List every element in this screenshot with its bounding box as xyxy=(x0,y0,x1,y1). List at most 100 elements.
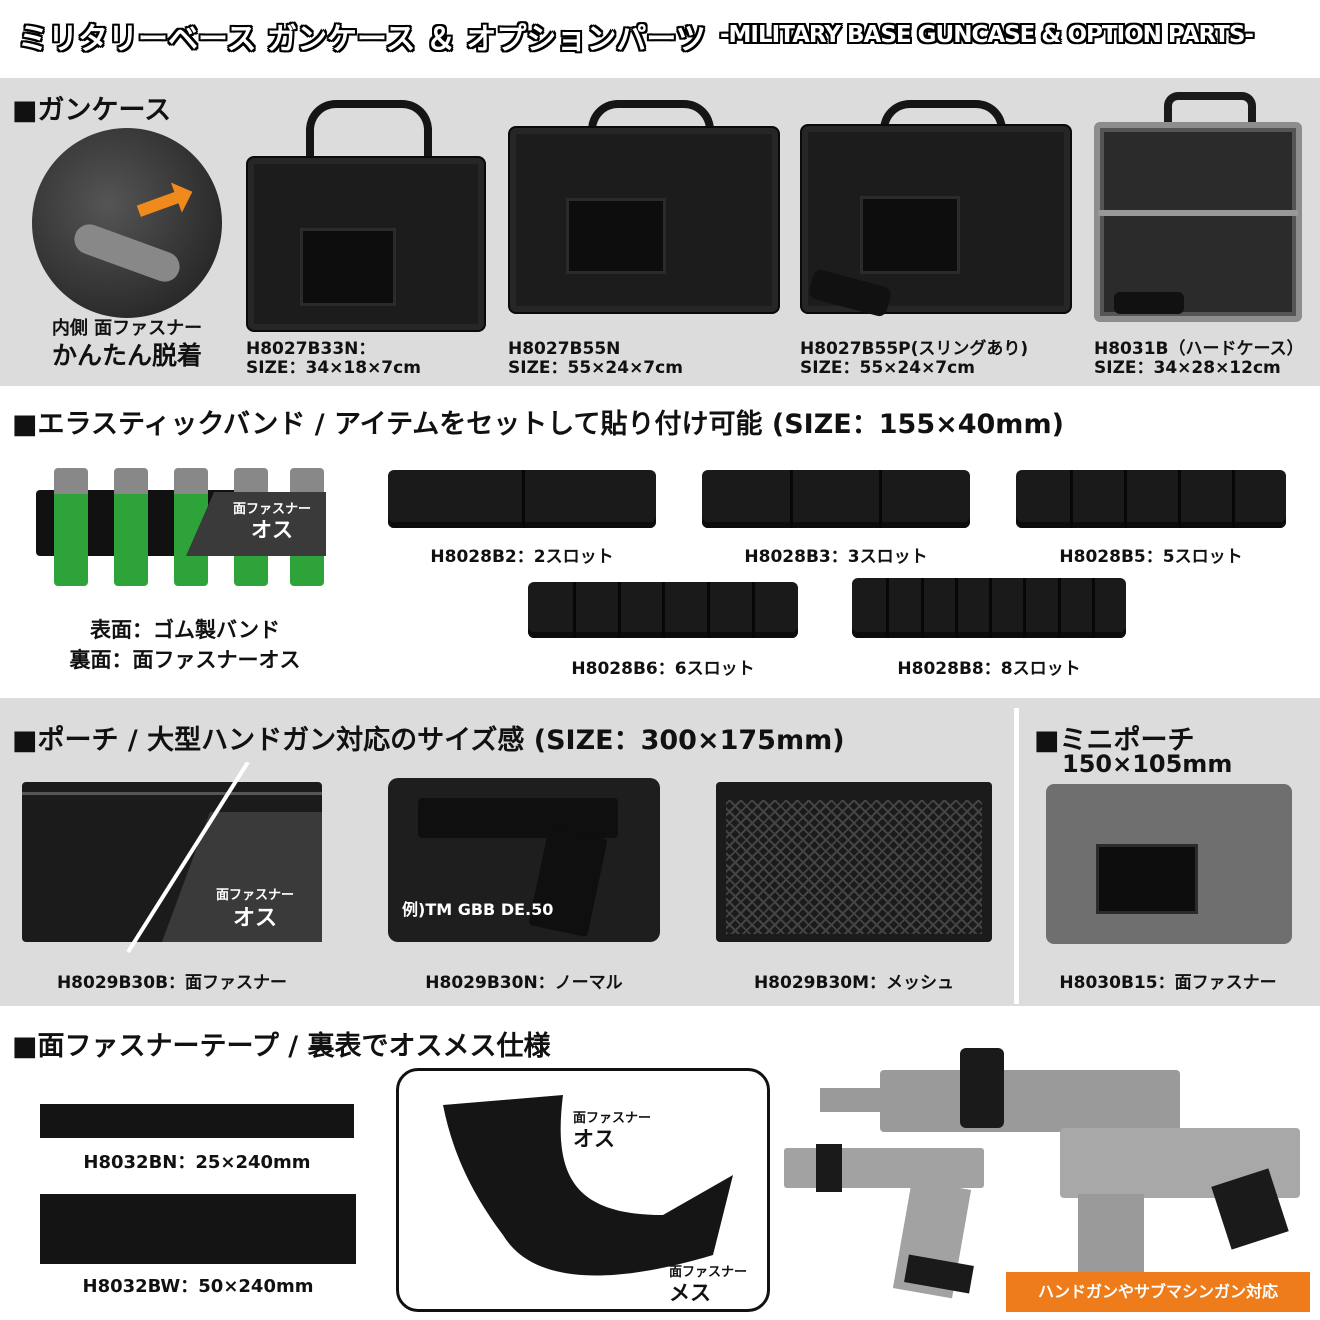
guncase-code-2: H8027B55N xyxy=(508,339,621,359)
elastic-label-5: H8028B8：8スロット xyxy=(897,659,1081,679)
inner-note-line1: 内側 面ファスナー xyxy=(51,318,203,339)
elastic-surface-front: 表面：ゴム製バンド xyxy=(89,618,281,642)
mini-pouch-size: 150×105mm xyxy=(1062,750,1233,778)
elastic-tag-small: 面ファスナー xyxy=(232,502,311,517)
diagonal-divider xyxy=(126,762,250,954)
elastic-label-4: H8028B6：6スロット xyxy=(571,659,755,679)
tape-section: ■面ファスナーテープ / 裏表でオスメス仕様 H8032BN：25×240mm … xyxy=(0,1008,1320,1320)
pistol-slide xyxy=(784,1148,984,1188)
pistol-tape-wrap xyxy=(816,1144,842,1192)
pouch-mesh xyxy=(716,782,992,942)
band-slot xyxy=(955,578,992,638)
header-bar xyxy=(0,0,1320,76)
band-slot xyxy=(921,578,958,638)
guncase-code-4: H8031B（ハードケース） xyxy=(1094,339,1304,359)
elastic-section: ■エラスティックバンド / アイテムをセットして貼り付け可能 (SIZE：155… xyxy=(0,388,1320,696)
bag-handle xyxy=(306,100,432,178)
section-divider xyxy=(1014,708,1019,1004)
shell-2 xyxy=(114,468,148,586)
pouch-section: ■ポーチ / 大型ハンドガン対応のサイズ感 (SIZE：300×175mm) 面… xyxy=(0,698,1320,1006)
band-slot xyxy=(573,582,621,638)
elastic-surface-back: 裏面：面ファスナーオス xyxy=(69,648,301,672)
inner-note-line2: かんたん脱着 xyxy=(51,341,202,370)
elastic-band-5slot xyxy=(1016,470,1286,528)
guncase-size-3: SIZE：55×24×7cm xyxy=(800,358,975,378)
tape-callout-box: 面ファスナー オス 面ファスナー メス xyxy=(396,1068,770,1312)
tape-male-small: 面ファスナー xyxy=(573,1111,652,1126)
hardcase-strap xyxy=(1114,292,1184,314)
band-slot xyxy=(1023,578,1061,638)
elastic-shell-photo: 面ファスナー オス xyxy=(36,462,326,592)
band-slot xyxy=(1016,470,1073,528)
rifle-barrel xyxy=(820,1088,890,1112)
tape-narrow xyxy=(40,1104,354,1138)
pouch-label-1: H8029B30B：面ファスナー xyxy=(56,973,288,993)
tape-female-big: メス xyxy=(669,1281,711,1305)
guncase-size-4: SIZE：34×28×12cm xyxy=(1094,358,1281,378)
guncase-hardcase-h8031b xyxy=(1094,92,1306,334)
rifle-illustration xyxy=(820,1048,1310,1294)
swap-arrows-icon xyxy=(136,182,193,217)
rifle-tape-wrap xyxy=(960,1048,1004,1128)
pouch-tag-small: 面ファスナー xyxy=(215,888,294,903)
mini-pouch-title: ■ミニポーチ xyxy=(1034,725,1195,756)
tape-section-title: ■面ファスナーテープ / 裏表でオスメス仕様 xyxy=(12,1031,551,1062)
pouch-label-2: H8029B30N：ノーマル xyxy=(425,973,623,993)
inner-velcro-photo xyxy=(32,128,222,318)
hardcase-body xyxy=(1094,122,1302,322)
elastic-tag-big: オス xyxy=(251,518,293,542)
elastic-section-title: ■エラスティックバンド / アイテムをセットして貼り付け可能 (SIZE：155… xyxy=(12,409,1064,440)
band-slot xyxy=(989,578,1027,638)
tape-male-big: オス xyxy=(573,1127,615,1151)
pouch-normal xyxy=(388,778,660,942)
compatibility-badge: ハンドガンやサブマシンガン対応 xyxy=(1006,1272,1310,1312)
hardcase-seam xyxy=(1098,210,1298,216)
handgun-slide xyxy=(418,798,618,838)
band-slot xyxy=(1124,470,1181,528)
tape-wide xyxy=(40,1194,356,1264)
rifle-upper xyxy=(880,1070,1180,1132)
handgun-grip xyxy=(528,826,608,938)
guncase-code-1: H8027B33N： xyxy=(246,339,376,359)
guncase-size-1: SIZE：34×18×7cm xyxy=(246,358,421,378)
band-slot xyxy=(1178,470,1235,528)
elastic-band-3slot xyxy=(702,470,970,528)
guncase-bag-h8027b33n xyxy=(246,100,486,332)
elastic-label-2: H8028B3：3スロット xyxy=(744,547,928,567)
elastic-label-1: H8028B2：2スロット xyxy=(430,547,614,567)
band-slot xyxy=(852,578,890,638)
mini-pouch-label: H8030B15：面ファスナー xyxy=(1059,973,1277,993)
pouch-tag-big: オス xyxy=(232,906,277,931)
tape-female-small: 面ファスナー xyxy=(669,1265,748,1280)
bag-velcro-patch xyxy=(860,196,960,274)
band-slot xyxy=(702,470,794,528)
pouch-example: 例)TM GBB DE.50 xyxy=(402,900,554,919)
pouch-zipper xyxy=(22,792,322,795)
band-slot xyxy=(790,470,882,528)
bag-velcro-patch xyxy=(566,198,666,274)
hardcase-handle xyxy=(1164,92,1256,134)
band-slot xyxy=(528,582,576,638)
band-slot xyxy=(886,578,924,638)
guncase-bag-h8027b55p xyxy=(800,100,1072,332)
guncase-section-title: ■ガンケース xyxy=(12,95,172,126)
band-slot xyxy=(618,582,666,638)
guncase-bag-h8027b55n xyxy=(508,100,780,332)
guncase-code-3: H8027B55P(スリングあり) xyxy=(800,339,1029,359)
pouch-section-title: ■ポーチ / 大型ハンドガン対応のサイズ感 (SIZE：300×175mm) xyxy=(12,725,845,756)
band-slot xyxy=(1058,578,1095,638)
guncase-section: ■ガンケース 内側 面ファスナー かんたん脱着 H8027B33N： SIZE：… xyxy=(0,78,1320,386)
band-slot xyxy=(662,582,711,638)
guncase-size-2: SIZE：55×24×7cm xyxy=(508,358,683,378)
band-slot xyxy=(1070,470,1127,528)
mini-pouch-photo xyxy=(1096,844,1198,914)
page-title: ミリタリーベース ガンケース ＆ オプションパーツ xyxy=(18,22,706,57)
elastic-band-8slot xyxy=(852,578,1126,638)
tape-curl-illustration xyxy=(443,1095,733,1276)
bag-velcro-patch xyxy=(300,228,396,306)
pouch-velcro xyxy=(22,762,322,954)
pouch-label-3: H8029B30M：メッシュ xyxy=(753,973,955,993)
band-slot xyxy=(388,470,525,528)
tape-label-2: H8032BW：50×240mm xyxy=(82,1276,314,1297)
elastic-band-6slot xyxy=(528,582,798,638)
